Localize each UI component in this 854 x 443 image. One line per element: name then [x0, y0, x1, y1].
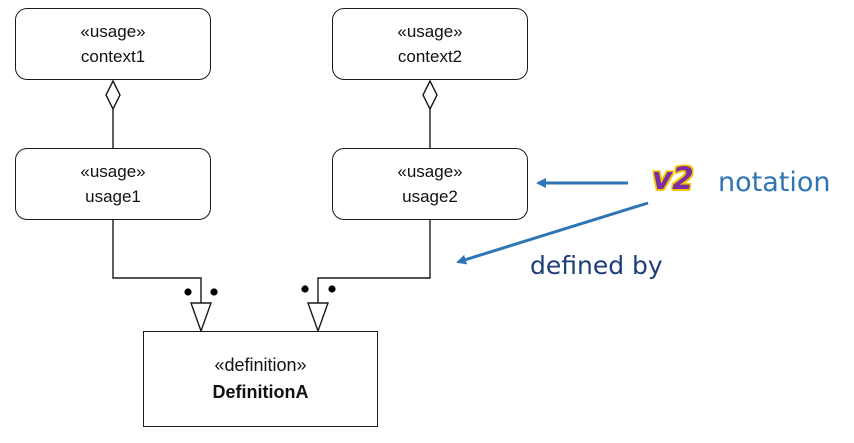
v2-badge: v2	[652, 161, 694, 197]
annotation-arrow-to-defined-by	[456, 201, 649, 265]
usage-node-usage2[interactable]: «usage» usage2	[332, 148, 528, 220]
defined-by-link-usage2	[301, 220, 431, 334]
notation-label: notation	[718, 167, 831, 198]
defined-by-link-usage1	[112, 220, 218, 334]
usage-node-usage1[interactable]: «usage» usage1	[15, 148, 211, 220]
open-triangle-arrowhead	[190, 302, 212, 334]
defined-by-dot	[210, 288, 218, 296]
usage-node-context2[interactable]: «usage» context2	[332, 8, 528, 80]
node-name: DefinitionA	[212, 382, 309, 402]
composition-link-context2-usage2	[422, 79, 438, 148]
node-name: context1	[80, 47, 146, 66]
defined-by-dot	[328, 285, 336, 293]
composition-diamond	[105, 79, 121, 111]
stereotype-label: «definition»	[214, 355, 307, 375]
composition-diamond	[422, 79, 438, 111]
defined-by-label: defined by	[530, 251, 663, 280]
node-name: usage1	[85, 187, 141, 206]
node-name: usage2	[402, 187, 458, 206]
stereotype-label: «usage»	[80, 162, 146, 181]
stereotype-label: «usage»	[397, 22, 463, 41]
defined-by-dot	[301, 285, 309, 293]
composition-link-context1-usage1	[105, 79, 121, 148]
open-triangle-arrowhead	[307, 302, 329, 334]
definition-node-definitiona[interactable]: «definition» DefinitionA	[143, 331, 378, 427]
usage-node-context1[interactable]: «usage» context1	[15, 8, 211, 80]
node-name: context2	[397, 47, 463, 66]
defined-by-dot	[184, 288, 192, 296]
stereotype-label: «usage»	[397, 162, 463, 181]
stereotype-label: «usage»	[80, 22, 146, 41]
